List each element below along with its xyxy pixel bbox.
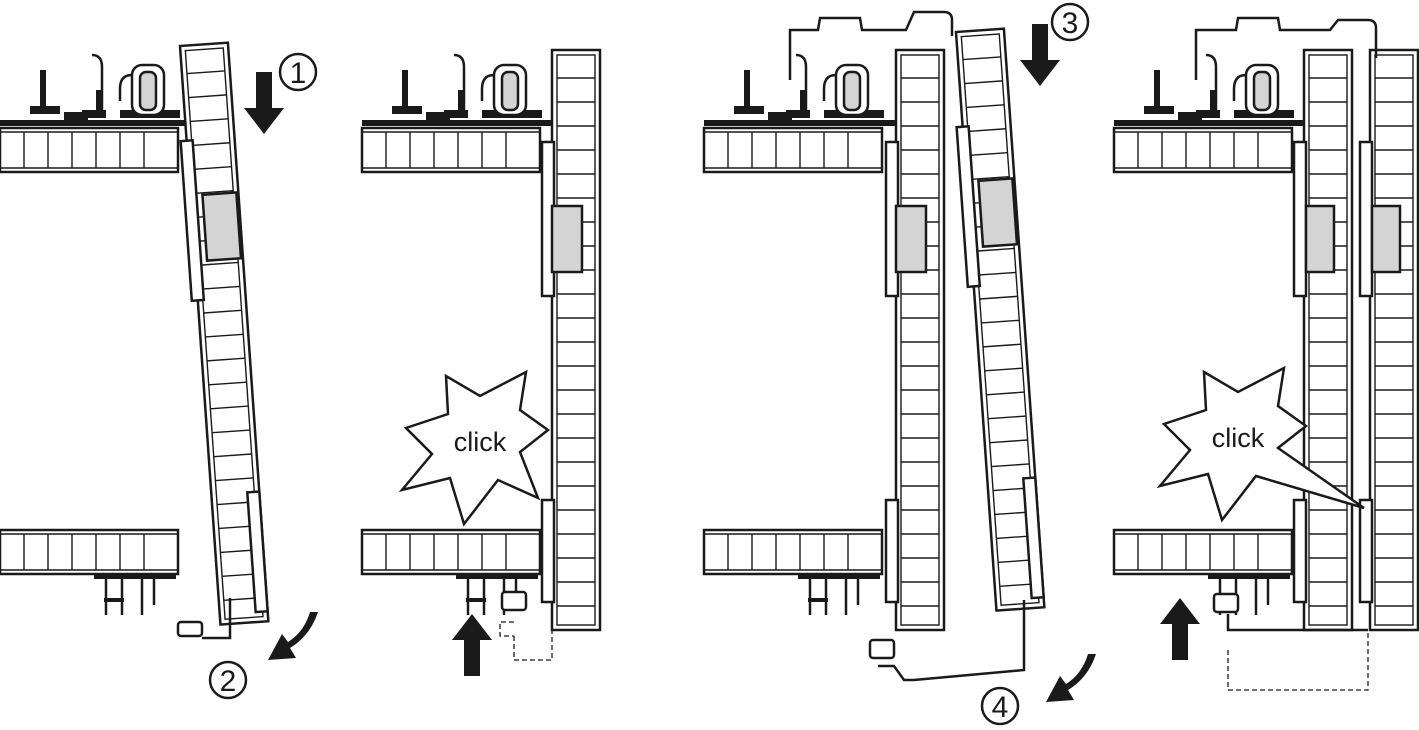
arrow-down-icon — [244, 72, 284, 134]
click-label: click — [454, 427, 507, 457]
step-4-number: 4 — [992, 691, 1009, 724]
bottom-clip — [500, 590, 528, 612]
step-3-badge — [1050, 2, 1090, 42]
step-2-illustration: click — [360, 48, 602, 676]
top-hinge — [1112, 53, 1316, 128]
top-frame-arm — [788, 10, 954, 80]
top-hinge — [0, 53, 202, 128]
bottom-clip — [176, 620, 204, 638]
arrow-down-icon — [1020, 24, 1060, 86]
lower-shelf — [0, 528, 180, 576]
curved-arrow-icon — [1046, 654, 1096, 702]
click-label: click — [1212, 423, 1265, 453]
bottom-frame-arm — [878, 600, 1026, 682]
front-panel — [550, 48, 602, 632]
bottom-frame-arm — [1226, 614, 1368, 632]
step-1-number: 1 — [290, 57, 307, 90]
dashed-previous-position — [1227, 630, 1369, 691]
bottom-feet — [796, 572, 882, 617]
panel-bracket — [201, 191, 243, 262]
upper-shelf — [0, 126, 180, 174]
click-burst — [398, 369, 551, 527]
step-4-badge — [980, 686, 1020, 726]
arrow-up-icon — [452, 614, 492, 676]
top-hinge — [360, 53, 564, 128]
step-2-badge — [208, 660, 248, 700]
step-1-illustration: 1 2 — [0, 41, 318, 700]
lower-shelf — [360, 528, 542, 576]
bottom-feet — [92, 572, 178, 617]
dashed-previous-position — [499, 620, 553, 661]
top-hinge — [702, 53, 906, 128]
front-panel — [1302, 48, 1354, 632]
step-1-badge — [278, 52, 318, 92]
upper-shelf — [702, 126, 884, 174]
panel-bracket — [977, 177, 1019, 248]
upper-shelf — [360, 126, 542, 174]
bottom-clip — [1212, 592, 1240, 614]
lower-shelf — [1112, 528, 1294, 576]
second-panel — [1368, 48, 1419, 632]
upper-shelf — [1112, 126, 1294, 174]
step-4-illustration: click — [1112, 16, 1419, 691]
panel-bracket — [550, 204, 584, 274]
step-3-number: 3 — [1062, 7, 1079, 40]
top-frame-arm — [1194, 16, 1378, 80]
step-3-illustration: 3 4 — [702, 2, 1096, 726]
curved-arrow-icon — [268, 612, 318, 660]
lower-shelf — [702, 528, 884, 576]
arrow-up-icon — [1160, 598, 1200, 660]
click-burst — [1156, 365, 1365, 523]
front-panel — [894, 48, 946, 632]
bottom-clip — [868, 638, 896, 660]
step-2-number: 2 — [220, 665, 237, 698]
